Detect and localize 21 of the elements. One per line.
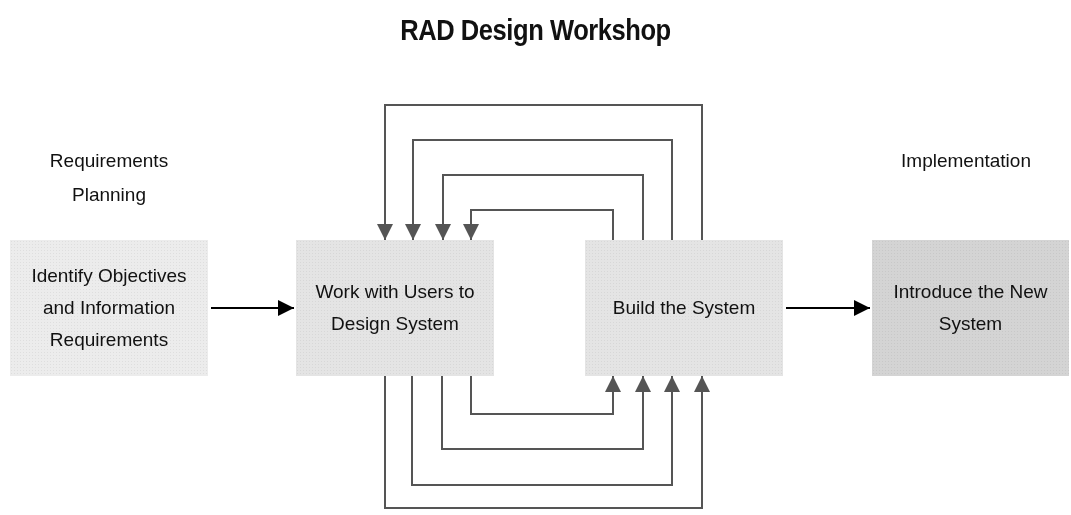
arrow [470, 375, 621, 415]
box-label: Introduce the New System [892, 280, 1049, 336]
arrow [377, 104, 703, 241]
arrow [441, 375, 651, 450]
process-box [296, 240, 494, 376]
arrow [405, 139, 673, 241]
arrow [210, 300, 295, 316]
phase-label: Implementation [900, 149, 1032, 173]
arrow [463, 209, 614, 241]
phase-label: Requirements Planning [48, 149, 170, 207]
arrow [384, 375, 710, 509]
process-box [585, 240, 783, 376]
diagram-title: RAD Design Workshop [399, 14, 672, 47]
box-label: Work with Users to Design System [314, 280, 476, 336]
box-label: Build the System [612, 296, 756, 320]
arrow [435, 174, 644, 241]
process-box [10, 240, 208, 376]
arrow [411, 375, 680, 486]
box-label: Identify Objectives and Information Requirements [30, 264, 188, 352]
process-box [872, 240, 1069, 376]
arrow [785, 300, 871, 316]
